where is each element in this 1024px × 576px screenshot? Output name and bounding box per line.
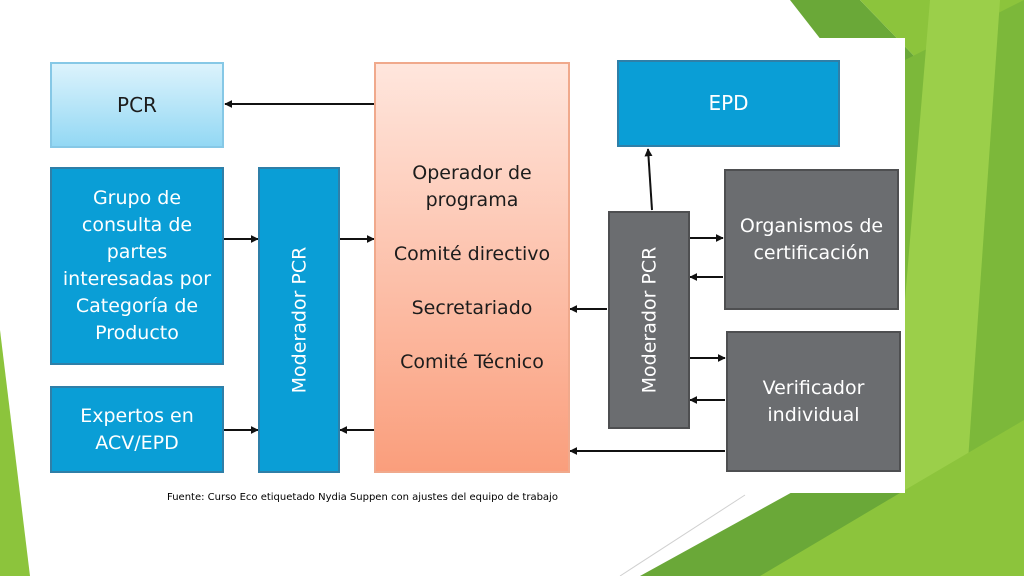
organismos-line: certificación [753,241,870,264]
pcr-box: PCR [50,62,224,148]
operador-programa-box: Operador de programa Comité directivo Se… [374,62,570,473]
moderador-pcr-right-label: Moderador PCR [638,246,660,394]
green-band-bottom-2 [760,420,1024,576]
grupo-line: Producto [95,322,179,344]
grupo-line: partes [106,241,168,263]
organismos-line: Organismos de [739,214,884,237]
epd-box-label: EPD [708,91,749,115]
comite-directivo-label: Comité directivo [393,242,551,265]
grupo-consulta-box: Grupo de consulta de partes interesadas … [50,167,224,365]
moderador-pcr-left-box: Moderador PCR [258,167,340,473]
verificador-line: Verificador [762,376,865,399]
verificador-individual-box: Verificador individual [726,331,901,472]
secretariado-label: Secretariado [411,296,533,319]
operador-text: Operador de programa Comité directivo Se… [394,160,550,376]
operador-line: Operador de [412,161,532,184]
grupo-consulta-text: Grupo de consulta de partes interesadas … [63,185,211,347]
expertos-text: Expertos en ACV/EPD [80,403,194,457]
expertos-line: ACV/EPD [95,431,179,454]
expertos-box: Expertos en ACV/EPD [50,386,224,473]
moderador-pcr-left-label: Moderador PCR [288,246,310,394]
pcr-box-label: PCR [117,92,157,117]
grupo-line: interesadas por [62,268,212,290]
grupo-line: consulta de [81,214,193,236]
verificador-line: individual [767,403,860,426]
moderador-pcr-right-box: Moderador PCR [608,211,690,429]
comite-tecnico-label: Comité Técnico [400,350,544,373]
source-note: Fuente: Curso Eco etiquetado Nydia Suppe… [167,492,558,503]
grupo-line: Grupo de [92,187,182,209]
expertos-line: Expertos en [80,404,194,427]
green-band-right-4 [905,0,1000,576]
thin-line-1 [619,494,746,576]
green-band-left [0,330,30,576]
organismos-certificacion-box: Organismos de certificación [724,169,899,310]
organismos-text: Organismos de certificación [740,213,883,267]
epd-box: EPD [617,60,840,147]
operador-line: programa [425,188,519,211]
arrow-moderador-to-epd [644,148,653,211]
grupo-line: Categoría de [75,295,199,317]
verificador-text: Verificador individual [763,375,865,429]
